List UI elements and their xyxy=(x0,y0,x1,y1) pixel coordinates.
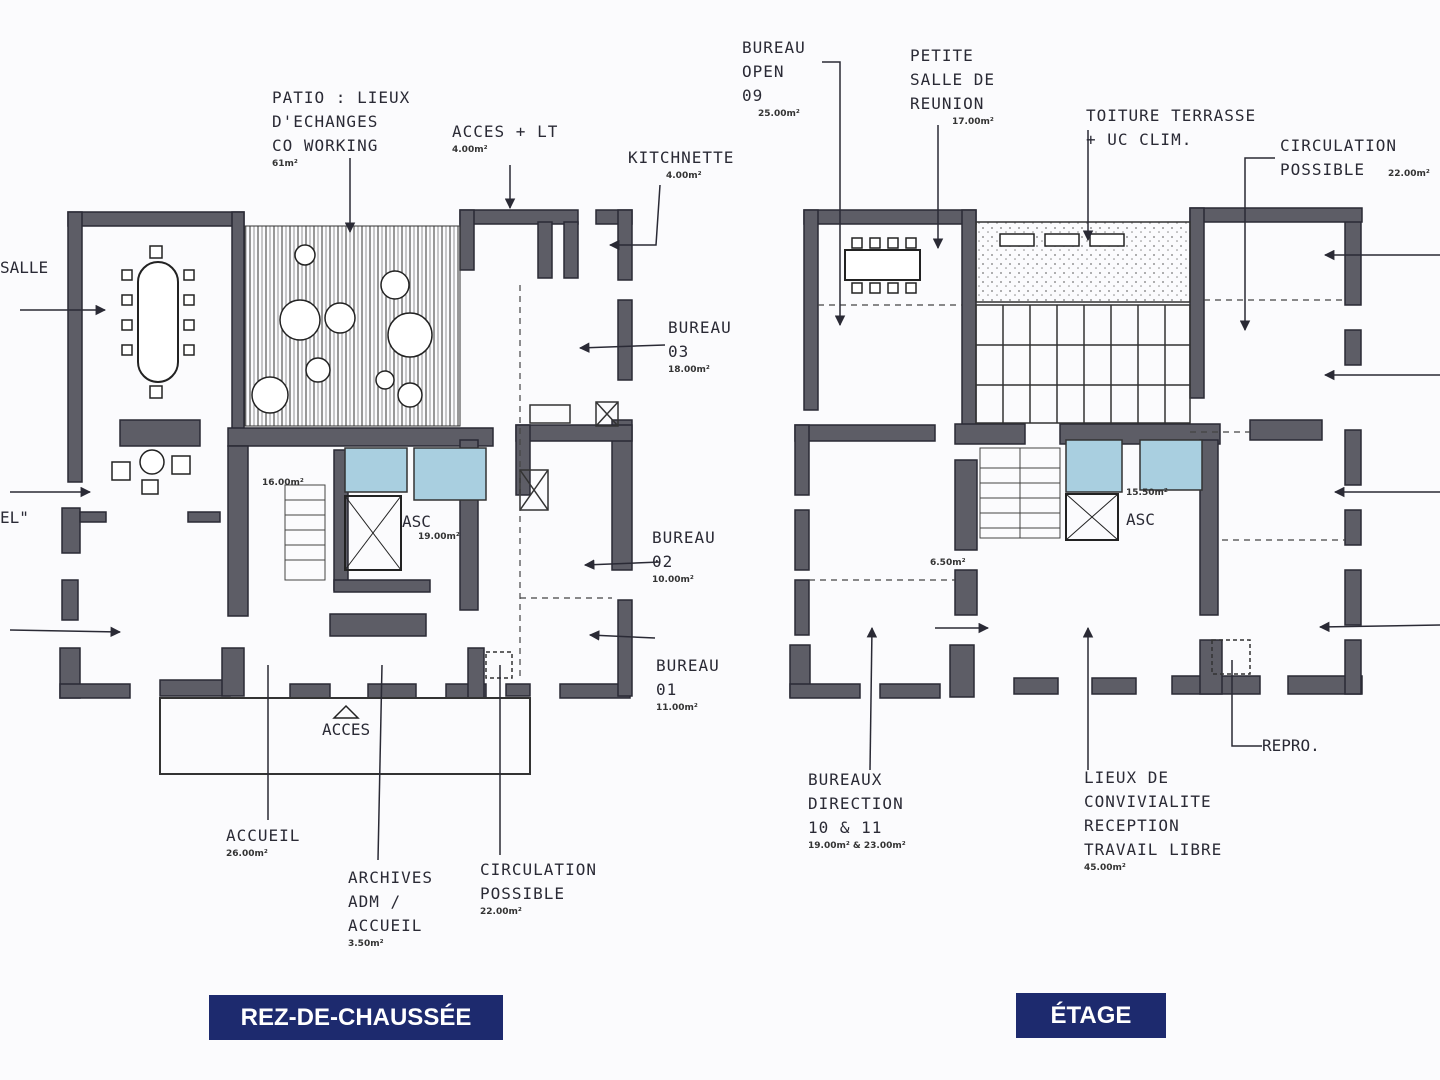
label-area-1550: 15.50m² xyxy=(1126,488,1168,498)
label-area-19: 19.00m² xyxy=(418,532,460,542)
label-acces: ACCES xyxy=(322,720,371,739)
banner-upper-floor: ÉTAGE xyxy=(1016,993,1166,1038)
label-asc-ground: ASC xyxy=(402,512,431,531)
label-toiture: TOITURE TERRASSE + UC CLIM. xyxy=(1086,106,1257,149)
label-convivialite: LIEUX DE CONVIVIALITE RECEPTION TRAVAIL … xyxy=(1084,768,1223,873)
label-asc-upper: ASC xyxy=(1126,510,1155,529)
label-area-16: 16.00m² xyxy=(262,478,304,488)
label-area-650: 6.50m² xyxy=(930,558,966,568)
upper-floor-plan xyxy=(789,207,1363,699)
label-left-salle: SALLE xyxy=(0,258,49,277)
ground-floor-plan xyxy=(59,209,633,699)
label-left-el: EL" xyxy=(0,508,29,527)
label-repro: REPRO. xyxy=(1262,736,1320,755)
banner-ground-floor: REZ-DE-CHAUSSÉE xyxy=(209,995,503,1040)
